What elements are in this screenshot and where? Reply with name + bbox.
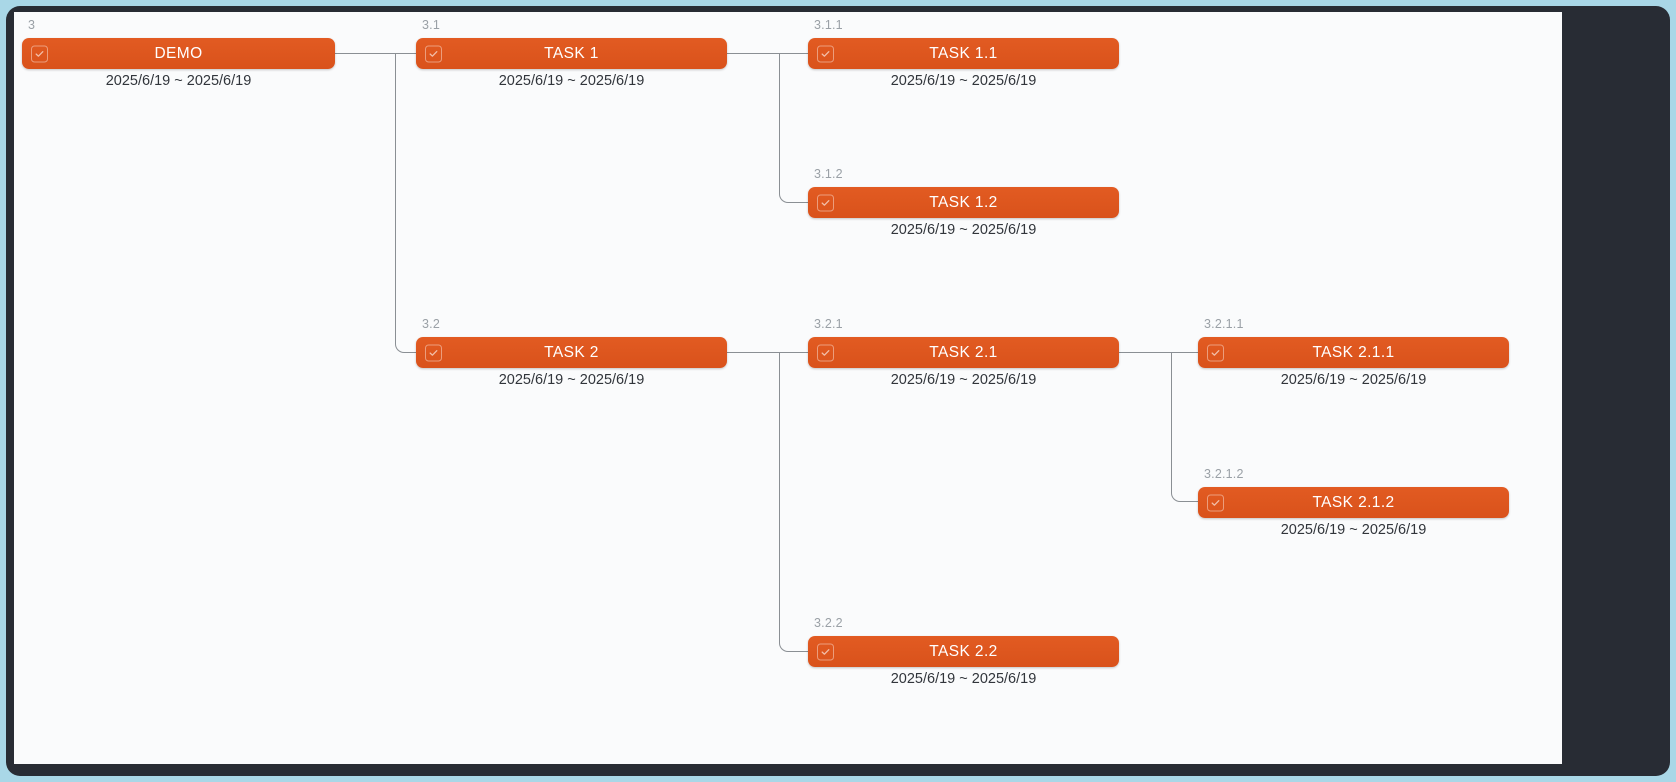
wbs-node-3-2-1-1[interactable]: 3.2.1.1 TASK 2.1.1 2025/6/19 ~ 2025/6/19: [1198, 317, 1509, 388]
connector-task2-task21: [779, 352, 808, 353]
checkbox-checked-icon[interactable]: [425, 45, 442, 62]
wbs-number: 3.1: [422, 18, 440, 32]
wbs-node-3-1-1[interactable]: 3.1.1 TASK 1.1 2025/6/19 ~ 2025/6/19: [808, 18, 1119, 89]
wbs-node-3-1-2[interactable]: 3.1.2 TASK 1.2 2025/6/19 ~ 2025/6/19: [808, 167, 1119, 238]
checkbox-checked-icon[interactable]: [817, 45, 834, 62]
task-date-range: 2025/6/19 ~ 2025/6/19: [105, 73, 252, 89]
task-label: TASK 2.1.1: [1312, 343, 1395, 361]
task-bar[interactable]: TASK 2.1: [808, 337, 1119, 368]
wbs-number: 3.2.1.1: [1204, 317, 1244, 331]
task-label: TASK 1.2: [929, 193, 998, 211]
wbs-number: 3.2.1: [814, 317, 843, 331]
task-date-range: 2025/6/19 ~ 2025/6/19: [890, 372, 1037, 388]
wbs-node-3[interactable]: 3 DEMO 2025/6/19 ~ 2025/6/19: [22, 18, 335, 89]
wbs-node-3-2[interactable]: 3.2 TASK 2 2025/6/19 ~ 2025/6/19: [416, 317, 727, 388]
connector-task2-task22-elbow: [779, 611, 808, 652]
task-label: TASK 2.1.2: [1312, 493, 1395, 511]
task-label: TASK 1: [544, 44, 599, 62]
task-bar[interactable]: TASK 2.1.2: [1198, 487, 1509, 518]
checkbox-checked-icon[interactable]: [1207, 344, 1224, 361]
task-bar[interactable]: TASK 1: [416, 38, 727, 69]
task-label: DEMO: [154, 44, 203, 62]
task-bar[interactable]: DEMO: [22, 38, 335, 69]
connector-demo-task1: [395, 53, 416, 54]
connector-task1-stub: [727, 53, 779, 54]
checkbox-checked-icon[interactable]: [817, 344, 834, 361]
wbs-number: 3.2: [422, 317, 440, 331]
connector-task21-trunk: [1171, 352, 1172, 492]
task-date-range: 2025/6/19 ~ 2025/6/19: [890, 671, 1037, 687]
task-date-range: 2025/6/19 ~ 2025/6/19: [498, 372, 645, 388]
task-date-range: 2025/6/19 ~ 2025/6/19: [890, 222, 1037, 238]
task-bar[interactable]: TASK 2.1.1: [1198, 337, 1509, 368]
connector-task1-task11: [779, 53, 808, 54]
task-label: TASK 2.2: [929, 642, 998, 660]
checkbox-checked-icon[interactable]: [817, 194, 834, 211]
connector-demo-stub: [335, 53, 395, 54]
checkbox-checked-icon[interactable]: [31, 45, 48, 62]
connector-task21-task212-elbow: [1171, 461, 1198, 502]
task-bar[interactable]: TASK 2.2: [808, 636, 1119, 667]
wbs-number: 3.1.1: [814, 18, 843, 32]
wbs-number: 3.2.2: [814, 616, 843, 630]
wbs-canvas[interactable]: 3 DEMO 2025/6/19 ~ 2025/6/19 3.1 TASK 1 …: [14, 12, 1562, 764]
connector-demo-trunk: [395, 53, 396, 343]
connector-task2-trunk: [779, 352, 780, 642]
connector-task21-task211: [1171, 352, 1198, 353]
checkbox-checked-icon[interactable]: [1207, 494, 1224, 511]
wbs-node-3-1[interactable]: 3.1 TASK 1 2025/6/19 ~ 2025/6/19: [416, 18, 727, 89]
connector-task2-stub: [727, 352, 779, 353]
wbs-number: 3: [28, 18, 36, 32]
task-label: TASK 2.1: [929, 343, 998, 361]
task-bar[interactable]: TASK 2: [416, 337, 727, 368]
task-date-range: 2025/6/19 ~ 2025/6/19: [498, 73, 645, 89]
connector-task21-stub: [1119, 352, 1171, 353]
connector-task1-trunk: [779, 53, 780, 193]
task-date-range: 2025/6/19 ~ 2025/6/19: [1280, 372, 1427, 388]
task-date-range: 2025/6/19 ~ 2025/6/19: [1280, 522, 1427, 538]
wbs-node-3-2-1[interactable]: 3.2.1 TASK 2.1 2025/6/19 ~ 2025/6/19: [808, 317, 1119, 388]
task-bar[interactable]: TASK 1.1: [808, 38, 1119, 69]
task-bar[interactable]: TASK 1.2: [808, 187, 1119, 218]
task-date-range: 2025/6/19 ~ 2025/6/19: [890, 73, 1037, 89]
wbs-node-3-2-2[interactable]: 3.2.2 TASK 2.2 2025/6/19 ~ 2025/6/19: [808, 616, 1119, 687]
wbs-node-3-2-1-2[interactable]: 3.2.1.2 TASK 2.1.2 2025/6/19 ~ 2025/6/19: [1198, 467, 1509, 538]
connector-task1-task12-elbow: [779, 162, 808, 203]
task-label: TASK 1.1: [929, 44, 998, 62]
connector-demo-task2-elbow: [395, 312, 416, 353]
wbs-number: 3.1.2: [814, 167, 843, 181]
checkbox-checked-icon[interactable]: [817, 643, 834, 660]
wbs-number: 3.2.1.2: [1204, 467, 1244, 481]
checkbox-checked-icon[interactable]: [425, 344, 442, 361]
task-label: TASK 2: [544, 343, 599, 361]
